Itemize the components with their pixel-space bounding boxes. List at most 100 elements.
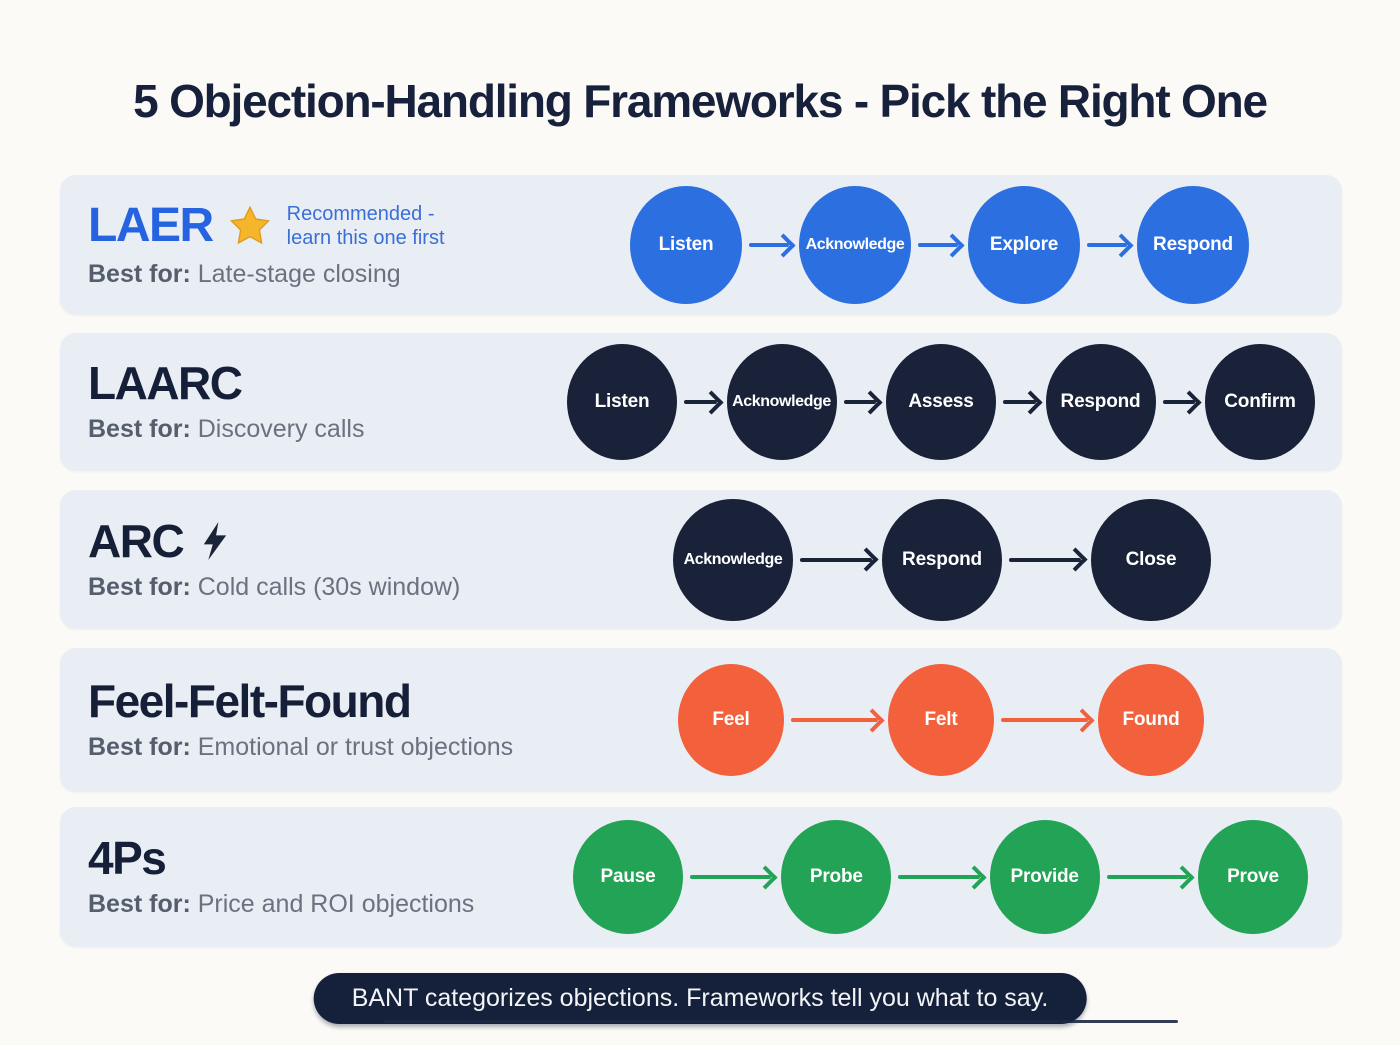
arrow-icon (918, 232, 965, 258)
arrow-icon (684, 389, 724, 415)
framework-flow: Feel Felt Found (678, 664, 1204, 776)
step-label: Respond (1060, 391, 1141, 412)
step-circle: Confirm (1205, 344, 1315, 460)
best-for-label: Best for: (88, 890, 191, 918)
step-label: Listen (658, 234, 714, 255)
step-label: Assess (908, 391, 974, 412)
step-label: Pause (600, 866, 656, 887)
framework-info: ARC Best for: Cold calls (30s window) (60, 518, 460, 602)
recommended-badge: Recommended - learn this one first (287, 201, 445, 250)
best-for-label: Best for: (88, 415, 191, 443)
step-label: Confirm (1224, 391, 1296, 412)
step-circle: Feel (678, 664, 784, 776)
best-for: Best for: Discovery calls (88, 415, 364, 444)
arrow-icon (800, 547, 879, 572)
arrow-icon (1106, 864, 1195, 890)
step-label: Probe (809, 866, 863, 887)
framework-flow: Pause Probe Provide Prove (573, 820, 1308, 934)
step-circle: Acknowledge (726, 344, 837, 460)
arrow-icon (791, 707, 885, 733)
step-circle: Respond (1137, 186, 1249, 304)
badge-line-1: Recommended - (286, 203, 435, 226)
best-for: Best for: Price and ROI objections (88, 890, 474, 919)
framework-info: 4Ps Best for: Price and ROI objections (60, 835, 474, 919)
framework-name: Feel-Felt-Found (88, 675, 412, 727)
framework-name: ARC (88, 514, 185, 567)
framework-name-row: Feel-Felt-Found (88, 678, 513, 724)
star-icon (227, 204, 273, 248)
best-for: Best for: Cold calls (30s window) (88, 573, 460, 602)
step-circle: Felt (888, 664, 994, 776)
framework-name-row: ARC (88, 518, 460, 564)
framework-name: LAARC (88, 357, 243, 409)
arrow-icon (1009, 547, 1088, 572)
step-label: Found (1122, 709, 1180, 730)
framework-flow: Acknowledge Respond Close (673, 498, 1211, 621)
best-for-value: Late-stage closing (197, 259, 401, 288)
step-label: Felt (924, 709, 958, 730)
step-circle: Acknowledge (673, 498, 793, 621)
framework-card-arc: ARC Best for: Cold calls (30s window) Ac… (60, 490, 1342, 629)
best-for-value: Discovery calls (197, 415, 365, 443)
step-circle: Explore (968, 186, 1080, 304)
best-for-value: Emotional or trust objections (197, 733, 514, 761)
step-label: Respond (902, 548, 982, 570)
framework-flow: Listen Acknowledge Explore Respond (630, 186, 1249, 304)
step-circle: Assess (886, 344, 996, 460)
step-label: Acknowledge (732, 393, 831, 410)
step-circle: Prove (1197, 820, 1308, 934)
step-circle: Acknowledge (799, 186, 911, 304)
framework-name: LAER (88, 199, 214, 252)
arrow-icon (898, 864, 987, 890)
framework-card-laer: LAER Recommended - learn this one first … (60, 175, 1342, 315)
best-for-label: Best for: (88, 572, 191, 601)
step-label: Prove (1227, 866, 1279, 887)
step-label: Acknowledge (805, 236, 905, 253)
step-circle: Close (1091, 498, 1211, 621)
best-for: Best for: Emotional or trust objections (88, 733, 513, 762)
step-label: Explore (989, 234, 1059, 255)
step-circle: Probe (781, 820, 892, 934)
badge-line-2: learn this one first (286, 227, 445, 249)
step-circle: Listen (567, 344, 677, 460)
step-circle: Respond (882, 498, 1002, 621)
arrow-icon (690, 864, 778, 890)
best-for-label: Best for: (88, 259, 191, 288)
best-for-label: Best for: (88, 733, 191, 761)
framework-name-row: 4Ps (88, 835, 474, 881)
framework-name: 4Ps (88, 832, 167, 884)
footer-underline (383, 1020, 1178, 1023)
best-for-value: Price and ROI objections (197, 890, 475, 918)
framework-card-laarc: LAARC Best for: Discovery calls Listen A… (60, 333, 1342, 471)
framework-card-feel-felt-found: Feel-Felt-Found Best for: Emotional or t… (60, 648, 1342, 792)
arrow-icon (749, 232, 796, 258)
framework-info: LAER Recommended - learn this one first … (60, 201, 445, 288)
arrow-icon (843, 389, 883, 415)
arrow-icon (1003, 389, 1043, 415)
arrow-icon (1162, 389, 1202, 415)
framework-name-row: LAER Recommended - learn this one first (88, 201, 445, 250)
step-label: Close (1125, 548, 1177, 570)
best-for-value: Cold calls (30s window) (197, 572, 461, 601)
step-label: Provide (1010, 866, 1079, 887)
step-circle: Listen (630, 186, 742, 304)
best-for: Best for: Late-stage closing (88, 260, 445, 289)
framework-info: Feel-Felt-Found Best for: Emotional or t… (60, 678, 513, 762)
framework-flow: Listen Acknowledge Assess Respond Confir… (567, 344, 1315, 460)
framework-info: LAARC Best for: Discovery calls (60, 360, 364, 444)
step-circle: Pause (573, 820, 683, 934)
footer-note: BANT categorizes objections. Frameworks … (313, 973, 1087, 1024)
lightning-icon (201, 521, 229, 560)
arrow-icon (1087, 232, 1134, 258)
step-label: Acknowledge (683, 550, 783, 568)
step-circle: Respond (1045, 344, 1156, 460)
step-circle: Found (1098, 664, 1204, 776)
step-label: Feel (712, 709, 750, 730)
step-label: Respond (1153, 234, 1233, 255)
framework-name-row: LAARC (88, 360, 364, 406)
step-circle: Provide (989, 820, 1100, 934)
framework-card-4ps: 4Ps Best for: Price and ROI objections P… (60, 807, 1342, 947)
step-label: Listen (594, 391, 650, 412)
page-title: 5 Objection-Handling Frameworks - Pick t… (133, 75, 1268, 127)
arrow-icon (1001, 707, 1095, 733)
